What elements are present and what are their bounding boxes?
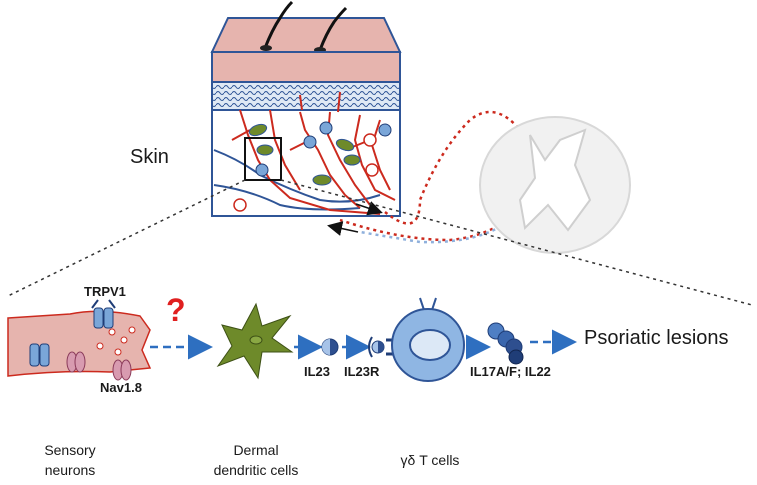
hair-1 bbox=[263, 0, 294, 49]
dermal-dendritic-cells-small bbox=[248, 123, 361, 186]
efferent-arrow bbox=[327, 221, 359, 236]
hair-2 bbox=[318, 6, 348, 51]
hair-follicle-1 bbox=[260, 45, 272, 51]
basal-layer bbox=[211, 81, 401, 111]
trpv1-channel bbox=[91, 299, 116, 329]
caption-line: neurons bbox=[44, 462, 96, 478]
skin-block bbox=[210, 0, 402, 217]
dc-nucleus bbox=[249, 335, 263, 345]
question-mark: ? bbox=[166, 292, 186, 328]
il23-label: IL23 bbox=[304, 364, 331, 379]
gd-tcells-caption: γδ T cells bbox=[400, 452, 460, 468]
caption-line: Sensory bbox=[44, 442, 96, 458]
zoom-line-right bbox=[280, 179, 753, 306]
il17-il22-label: IL17A/F; IL22 bbox=[470, 364, 551, 379]
sensory-neuron-drawing bbox=[7, 299, 152, 381]
ion-channel-left bbox=[29, 343, 50, 367]
gd-t-cell bbox=[391, 297, 465, 382]
nav18-channel bbox=[66, 351, 132, 381]
caption-line: dendritic cells bbox=[213, 462, 299, 478]
grey-matter-butterfly bbox=[518, 128, 592, 232]
zoom-line-left bbox=[7, 179, 246, 297]
red-cells-small bbox=[233, 133, 379, 212]
dermal-dc-caption: Dermal dendritic cells bbox=[196, 440, 316, 480]
epidermis bbox=[211, 51, 401, 83]
il23r-receptor bbox=[368, 336, 394, 358]
psoriatic-lesions-label: Psoriatic lesions bbox=[584, 327, 729, 349]
afferent-arrow bbox=[355, 201, 383, 216]
sensory-neurons-caption: Sensory neurons bbox=[20, 440, 120, 480]
tcells-small bbox=[255, 121, 392, 177]
trpv1-label: TRPV1 bbox=[84, 284, 126, 299]
spinal-cord bbox=[479, 116, 631, 254]
zoom-box bbox=[244, 137, 282, 181]
nav18-label: Nav1.8 bbox=[100, 380, 142, 395]
il17-il22-cluster bbox=[487, 322, 524, 365]
skin-top-surface bbox=[210, 17, 402, 53]
skin-label: Skin bbox=[130, 146, 169, 168]
caption-line: Dermal bbox=[233, 442, 279, 458]
il23r-label: IL23R bbox=[344, 364, 380, 379]
